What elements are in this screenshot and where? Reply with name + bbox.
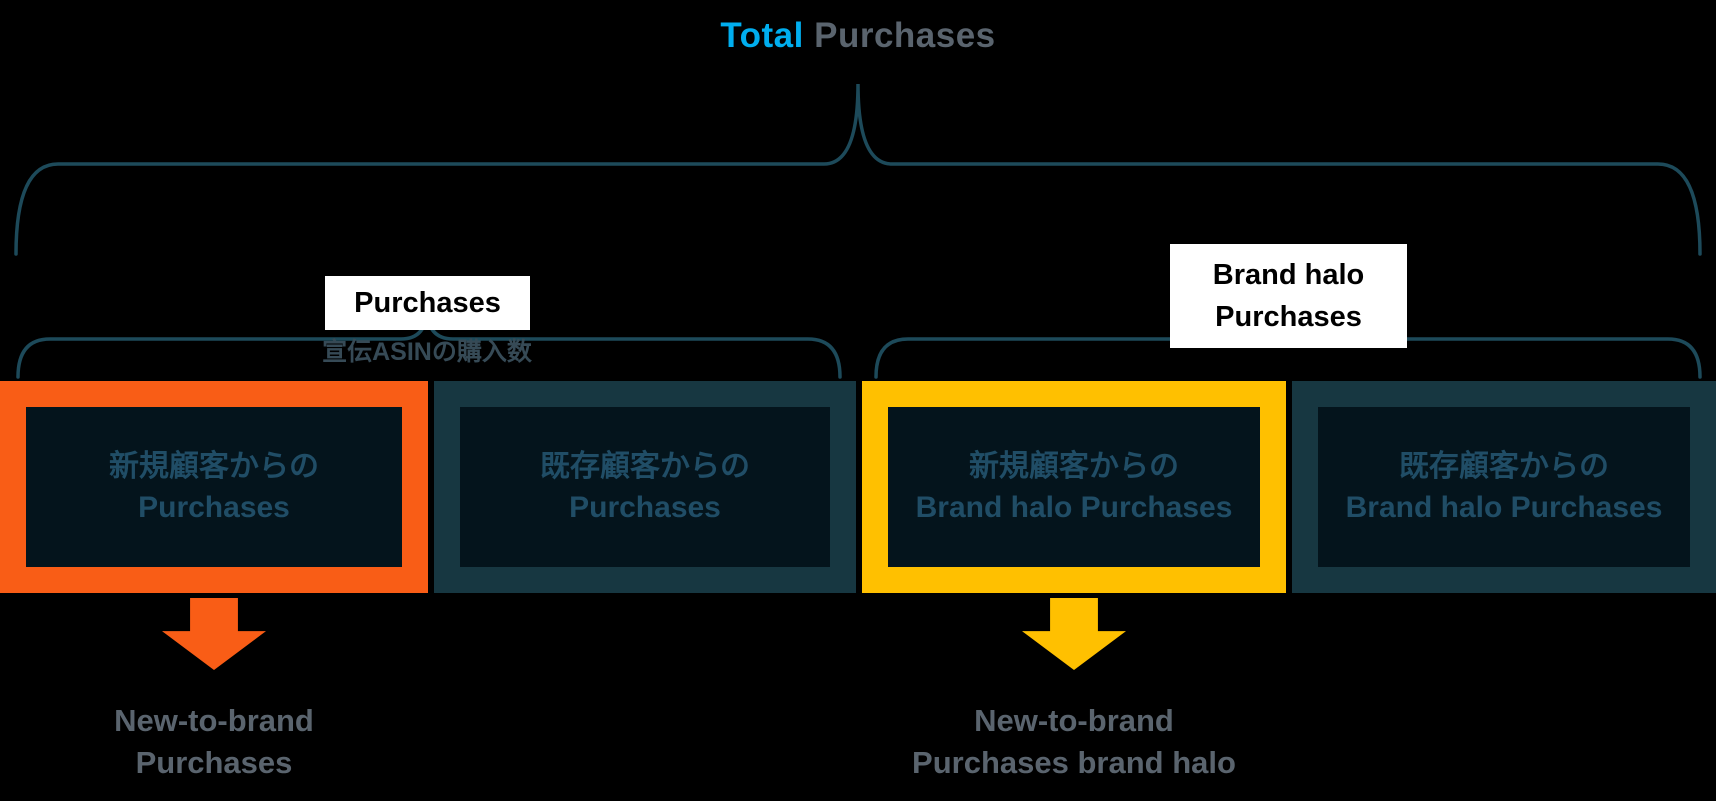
group-label-brand-halo-line2: Purchases bbox=[1215, 301, 1362, 333]
box-line-jp: 既存顧客からの bbox=[540, 449, 750, 483]
page-title: Total Purchases bbox=[0, 16, 1716, 56]
box-line-en: Brand halo Purchases bbox=[1345, 491, 1663, 524]
callout-line2: Purchases bbox=[135, 744, 293, 780]
group-label-purchases-text: Purchases bbox=[354, 286, 501, 319]
box-existing-customer-brand-halo: 既存顧客からの Brand halo Purchases bbox=[1292, 381, 1716, 593]
title-rest: Purchases bbox=[814, 16, 996, 55]
callout-new-to-brand-purchases: New-to-brand Purchases bbox=[0, 700, 474, 784]
group-label-purchases: Purchases bbox=[325, 276, 530, 330]
callout-line1: New-to-brand bbox=[114, 703, 314, 738]
box-existing-customer-purchases: 既存顧客からの Purchases bbox=[434, 381, 856, 593]
box-new-customer-brand-halo: 新規顧客からの Brand halo Purchases bbox=[862, 381, 1286, 593]
callout-new-to-brand-brand-halo: New-to-brand Purchases brand halo bbox=[814, 700, 1334, 784]
box-line-en: Purchases bbox=[569, 491, 721, 524]
box-line-jp: 既存顧客からの bbox=[1399, 449, 1609, 483]
brace-total bbox=[14, 83, 1702, 256]
title-highlight: Total bbox=[720, 16, 804, 55]
callout-line1: New-to-brand bbox=[974, 703, 1174, 738]
box-existing-customer-brand-halo-inner: 既存顧客からの Brand halo Purchases bbox=[1318, 407, 1690, 567]
group-label-brand-halo-line1: Brand halo bbox=[1212, 258, 1365, 291]
box-line-jp: 新規顧客からの bbox=[109, 449, 319, 483]
box-line-jp: 新規顧客からの bbox=[969, 449, 1179, 483]
box-line-en: Brand halo Purchases bbox=[915, 491, 1233, 524]
box-new-customer-brand-halo-inner: 新規顧客からの Brand halo Purchases bbox=[888, 407, 1260, 567]
box-new-customer-purchases: 新規顧客からの Purchases bbox=[0, 381, 428, 593]
box-line-en: Purchases bbox=[138, 491, 290, 524]
group-label-brand-halo: Brand halo Purchases bbox=[1170, 244, 1407, 348]
box-new-customer-purchases-inner: 新規顧客からの Purchases bbox=[26, 407, 402, 567]
callout-line2: Purchases brand halo bbox=[912, 744, 1236, 780]
box-existing-customer-purchases-inner: 既存顧客からの Purchases bbox=[460, 407, 830, 567]
group-sublabel-purchases-jp: 宣伝ASINの購入数 bbox=[322, 338, 532, 366]
